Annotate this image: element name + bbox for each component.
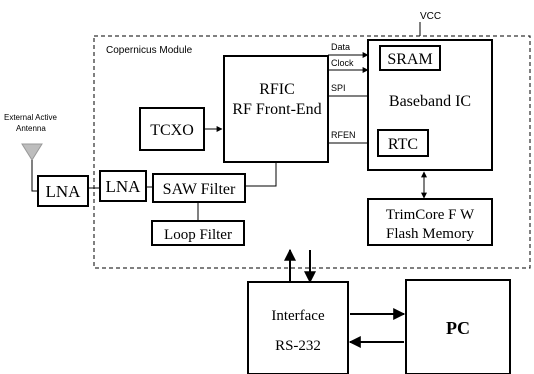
wire-saw-to-rfic bbox=[245, 162, 277, 187]
rtc-block bbox=[377, 129, 429, 157]
tcxo-label: TCXO bbox=[150, 122, 194, 139]
sram-label: SRAM bbox=[387, 51, 432, 68]
sram-block bbox=[379, 45, 441, 71]
antenna-wire bbox=[31, 160, 38, 192]
lna-external-block bbox=[37, 175, 89, 207]
flash-block bbox=[367, 198, 493, 246]
baseband-label: Baseband IC bbox=[389, 93, 471, 110]
loop-filter-label: Loop Filter bbox=[164, 227, 232, 243]
saw-filter-block bbox=[152, 173, 246, 203]
rfic-label-line2: RF Front-End bbox=[232, 101, 321, 118]
pc-block bbox=[405, 279, 511, 374]
interface-label-line2: RS-232 bbox=[275, 338, 321, 354]
lna-external-label: LNA bbox=[46, 182, 82, 201]
vcc-label: VCC bbox=[420, 11, 441, 22]
antenna-label-line2: Antenna bbox=[16, 124, 46, 133]
lna-internal-label: LNA bbox=[106, 177, 142, 196]
module-label: Copernicus Module bbox=[106, 45, 193, 56]
pc-label: PC bbox=[446, 318, 470, 338]
flash-label-line2: Flash Memory bbox=[386, 226, 474, 242]
saw-filter-label: SAW Filter bbox=[163, 181, 236, 198]
interface-block bbox=[247, 281, 349, 374]
rtc-label: RTC bbox=[388, 136, 418, 153]
module-boundary bbox=[93, 35, 531, 269]
lna-internal-block bbox=[99, 170, 147, 202]
data-label: Data bbox=[331, 42, 350, 52]
rfic-block bbox=[223, 55, 329, 163]
antenna-label-line1: External Active bbox=[4, 113, 57, 122]
clock-label: Clock bbox=[331, 58, 354, 68]
antenna-icon bbox=[21, 143, 43, 161]
spi-label: SPI bbox=[331, 83, 346, 93]
tcxo-block bbox=[139, 107, 205, 151]
rfen-label: RFEN bbox=[331, 130, 356, 140]
interface-label-line1: Interface bbox=[271, 308, 325, 324]
rfic-label-line1: RFIC bbox=[259, 81, 295, 98]
flash-label-line1: TrimCore F W bbox=[386, 207, 475, 223]
